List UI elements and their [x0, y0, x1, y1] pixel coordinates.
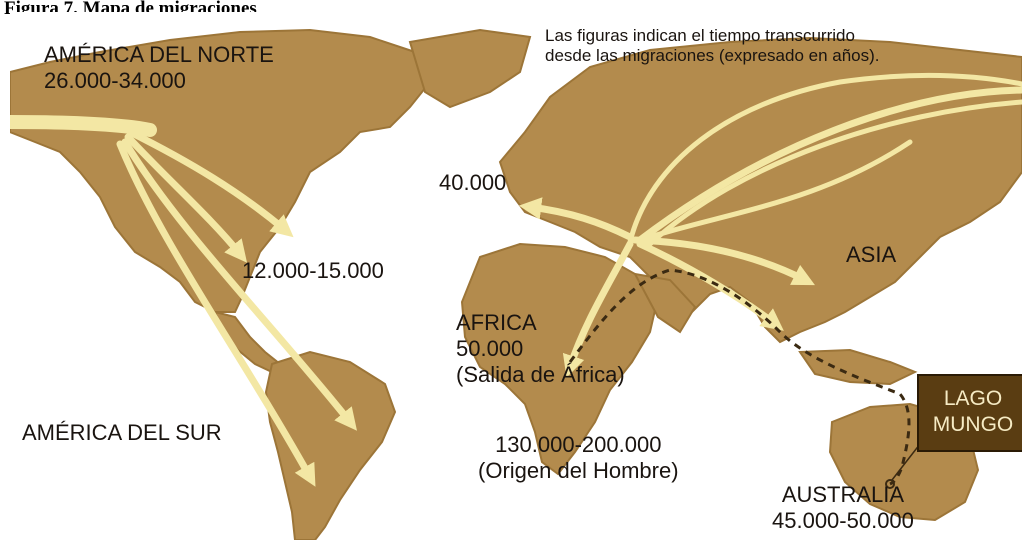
region-event: (Salida de África) [456, 362, 625, 387]
callout-line-1: LAGO [943, 387, 1003, 410]
map-graphic [10, 28, 1022, 540]
north-america-land [10, 28, 432, 313]
label-asia: ASIA [846, 242, 897, 267]
region-name: AUSTRALIA [781, 482, 905, 507]
africa-land [460, 242, 660, 476]
route-beringia [10, 115, 157, 137]
map-note-line-1: Las figuras indican el tiempo transcurri… [545, 26, 855, 45]
route-siberia [627, 72, 1022, 245]
lake-mungo-callout: LAGO MUNGO [917, 374, 1022, 452]
label-north-america: AMÉRICA DEL NORTE 26.000-34.000 [44, 42, 274, 94]
route-asia-east [636, 86, 1022, 244]
migration-routes [10, 72, 1022, 487]
callout-line-2: MUNGO [932, 413, 1014, 436]
route-na-south [124, 133, 248, 263]
lake-mungo-leader [891, 443, 921, 481]
region-name: AMÉRICA DEL NORTE [44, 42, 274, 67]
route-east-asia [647, 139, 913, 240]
south-america-land [264, 350, 397, 540]
lake-mungo-marker [885, 479, 895, 489]
arabia-land [633, 272, 697, 334]
route-asia-north [647, 99, 1022, 247]
label-origin: 130.000-200.000 (Origen del Hombre) [478, 432, 679, 484]
label-south-america: AMÉRICA DEL SUR [22, 420, 222, 445]
map-note-line-2: desde las migraciones (expresado en años… [545, 46, 880, 65]
label-australia: AUSTRALIA 45.000-50.000 [772, 482, 914, 534]
label-europe: 40.000 [439, 170, 507, 195]
map-note: Las figuras indican el tiempo transcurri… [545, 26, 880, 66]
label-na-east: 12.000-15.000 [242, 258, 384, 283]
route-sa-east [121, 138, 357, 431]
origin-years: 130.000-200.000 [495, 432, 662, 457]
route-china [631, 236, 815, 286]
region-years: 45.000-50.000 [772, 508, 914, 533]
southeast-asia-islands [798, 348, 918, 386]
central-america-land [213, 310, 282, 374]
region-years: 50.000 [456, 336, 524, 361]
region-name: AFRICA [456, 310, 537, 335]
greenland-land [408, 28, 532, 109]
migration-map: Las figuras indican el tiempo transcurri… [10, 12, 1022, 540]
region-years: 26.000-34.000 [44, 68, 186, 93]
label-africa: AFRICA 50.000 (Salida de África) [456, 310, 625, 388]
route-europe [518, 197, 634, 241]
route-to-africa [562, 240, 634, 378]
route-sa-west [116, 140, 316, 487]
route-na-east [126, 128, 294, 238]
origin-event: (Origen del Hombre) [478, 458, 679, 483]
